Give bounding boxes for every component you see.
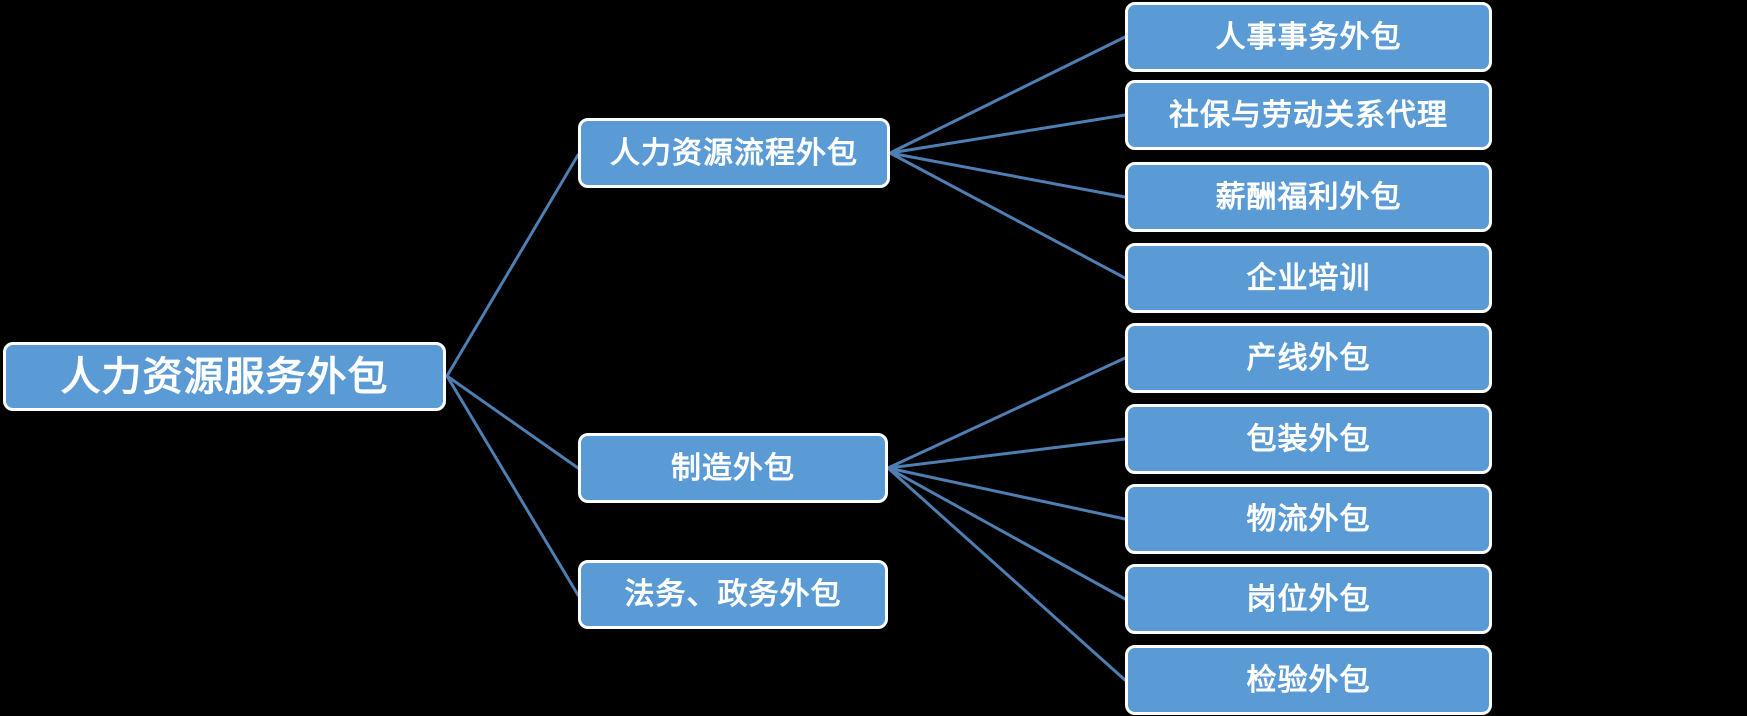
- connector-line: [886, 466, 1127, 521]
- branch-node-manufacturing-outsourcing: 制造外包: [578, 433, 888, 503]
- leaf-node-personnel-affairs: 人事事务外包: [1125, 2, 1492, 72]
- leaf-node-corporate-training: 企业培训: [1125, 243, 1492, 313]
- leaf-node-packaging: 包装外包: [1125, 404, 1492, 474]
- connector-line: [445, 374, 580, 597]
- leaf-node-social-security-labor-agency: 社保与劳动关系代理: [1125, 80, 1492, 150]
- leaf-node-compensation-benefits: 薪酬福利外包: [1125, 162, 1492, 232]
- connector-line: [888, 113, 1127, 155]
- connector-line: [886, 437, 1127, 470]
- connector-line: [445, 153, 580, 378]
- connector-line: [445, 374, 580, 470]
- leaf-node-inspection: 检验外包: [1125, 645, 1492, 715]
- connector-line: [886, 356, 1127, 470]
- leaf-node-production-line: 产线外包: [1125, 323, 1492, 393]
- connector-line: [888, 35, 1127, 155]
- root-node-hr-service-outsourcing: 人力资源服务外包: [3, 342, 446, 411]
- leaf-node-logistics: 物流外包: [1125, 484, 1492, 554]
- connector-line: [888, 151, 1127, 199]
- connector-line: [886, 466, 1127, 601]
- branch-node-legal-gov-outsourcing: 法务、政务外包: [578, 560, 888, 629]
- connector-line: [886, 466, 1127, 682]
- leaf-node-position: 岗位外包: [1125, 564, 1492, 634]
- branch-node-hr-process-outsourcing: 人力资源流程外包: [578, 118, 890, 188]
- connector-line: [888, 151, 1127, 280]
